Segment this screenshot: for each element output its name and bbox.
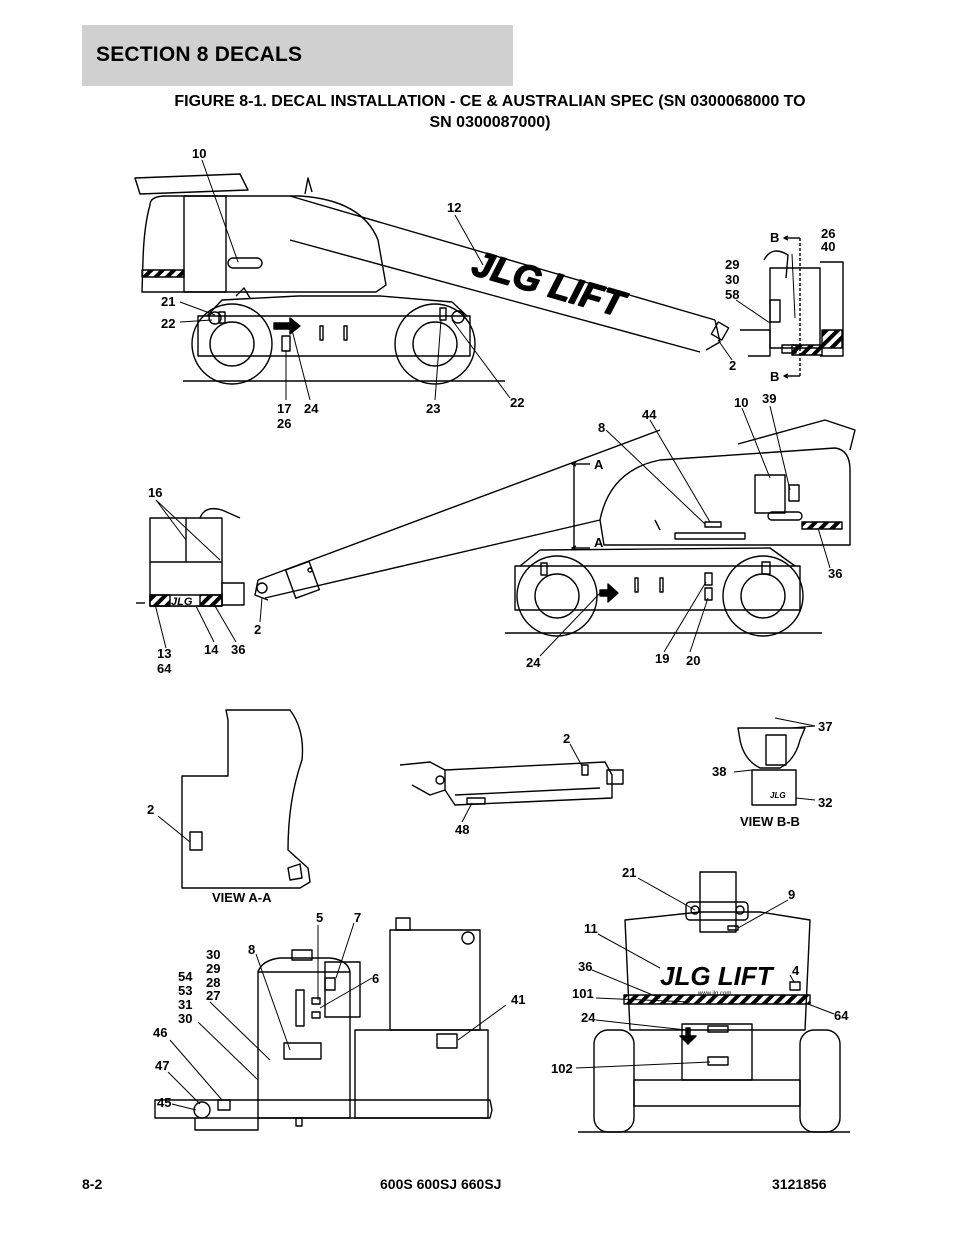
rear-view-drawing: JLG LIFT www.jlg.com — [578, 871, 850, 1133]
leader-lines — [154, 159, 835, 1111]
callout-64: 64 — [834, 1008, 849, 1023]
callout-24: 24 — [581, 1010, 596, 1025]
callout-102: 102 — [551, 1061, 573, 1076]
section-marker-a-top: A — [594, 457, 604, 472]
section-marker-a-bottom: A — [594, 535, 604, 550]
callout-10: 10 — [734, 395, 748, 410]
callout-22: 22 — [510, 395, 524, 410]
callout-36: 36 — [828, 566, 842, 581]
callouts-bottom-right: 21 9 11 36 4 101 64 24 102 — [551, 865, 849, 1076]
svg-text:www.jlg.com: www.jlg.com — [697, 991, 731, 997]
svg-text:JLG: JLG — [171, 596, 193, 608]
callout-31: 31 — [178, 997, 192, 1012]
footer-page-number: 8-2 — [82, 1176, 103, 1192]
callout-28: 28 — [206, 975, 220, 990]
figure-title-line-2: SN 0300087000) — [429, 114, 551, 131]
callout-26: 26 — [277, 416, 291, 431]
callout-11: 11 — [584, 921, 598, 936]
callout-17: 17 — [277, 401, 291, 416]
svg-text:JLG LIFT: JLG LIFT — [468, 242, 632, 325]
view-a-a-drawing — [181, 709, 311, 889]
callout-12: 12 — [447, 200, 461, 215]
callout-36: 36 — [231, 642, 245, 657]
callout-54: 54 — [178, 969, 193, 984]
callout-2: 2 — [729, 358, 736, 373]
machine-side-view-middle: JLG — [136, 419, 856, 637]
callouts-top: 10 12 26 40 29 30 58 21 22 2 17 26 24 23… — [161, 146, 835, 431]
callout-5: 5 — [316, 910, 323, 925]
jlg-lift-boom-logo: JLG LIFT — [467, 242, 633, 327]
callout-24: 24 — [304, 401, 319, 416]
view-a-a-label: VIEW A-A — [212, 890, 272, 905]
section-title: SECTION 8 DECALS — [96, 43, 303, 66]
callout-7: 7 — [354, 910, 361, 925]
svg-text:JLG: JLG — [770, 791, 786, 800]
callout-40: 40 — [821, 239, 835, 254]
callout-2: 2 — [254, 622, 261, 637]
callout-2: 2 — [563, 731, 570, 746]
callout-21: 21 — [161, 294, 175, 309]
callout-101: 101 — [572, 986, 594, 1001]
callout-21: 21 — [622, 865, 636, 880]
callout-8: 8 — [598, 420, 605, 435]
section-header-bar: SECTION 8 DECALS — [82, 25, 513, 86]
callout-9: 9 — [788, 887, 795, 902]
footer-doc-number: 3121856 — [772, 1176, 827, 1192]
callouts-views: 2 2 48 37 38 32 VIEW A-A VIEW B-B — [147, 719, 832, 905]
callout-38: 38 — [712, 764, 726, 779]
callout-4: 4 — [792, 963, 800, 978]
callout-30: 30 — [725, 272, 739, 287]
callout-39: 39 — [762, 391, 776, 406]
chassis-components-drawing — [154, 917, 493, 1131]
callout-41: 41 — [511, 992, 525, 1007]
footer-models: 600S 600SJ 660SJ — [380, 1176, 502, 1192]
callout-37: 37 — [818, 719, 832, 734]
callout-46: 46 — [153, 1025, 167, 1040]
callout-32: 32 — [818, 795, 832, 810]
callouts-bottom-left: 5 7 8 6 30 29 54 28 53 27 31 30 41 46 47… — [153, 910, 525, 1110]
callout-45: 45 — [157, 1095, 171, 1110]
boom-end-detail-drawing — [399, 761, 624, 806]
view-b-b-label: VIEW B-B — [740, 814, 800, 829]
jlg-lift-rear-logo: JLG LIFT — [660, 961, 775, 991]
callout-64: 64 — [157, 661, 172, 676]
svg-text:JLG LIFT: JLG LIFT — [660, 961, 775, 991]
callout-30: 30 — [206, 947, 220, 962]
figure-title-line-1: FIGURE 8-1. DECAL INSTALLATION - CE & AU… — [174, 93, 806, 110]
figure-title: FIGURE 8-1. DECAL INSTALLATION - CE & AU… — [120, 91, 860, 133]
callout-24: 24 — [526, 655, 541, 670]
section-marker-b-top: B — [770, 230, 779, 245]
callout-47: 47 — [155, 1058, 169, 1073]
callout-2: 2 — [147, 802, 154, 817]
callout-13: 13 — [157, 646, 171, 661]
callout-44: 44 — [642, 407, 657, 422]
callout-48: 48 — [455, 822, 469, 837]
view-b-b-drawing: JLG — [737, 727, 806, 806]
callout-29: 29 — [725, 257, 739, 272]
section-marker-b-bottom: B — [770, 369, 779, 384]
callout-16: 16 — [148, 485, 162, 500]
callout-6: 6 — [372, 971, 379, 986]
callout-20: 20 — [686, 653, 700, 668]
callout-29: 29 — [206, 961, 220, 976]
callouts-middle: 10 39 8 44 16 36 2 13 64 14 36 24 19 20 … — [148, 391, 842, 676]
callout-14: 14 — [204, 642, 219, 657]
callout-53: 53 — [178, 983, 192, 998]
callout-58: 58 — [725, 287, 739, 302]
callout-8: 8 — [248, 942, 255, 957]
callout-22: 22 — [161, 316, 175, 331]
callout-36: 36 — [578, 959, 592, 974]
callout-26: 26 — [821, 226, 835, 241]
callout-10: 10 — [192, 146, 206, 161]
callout-27: 27 — [206, 988, 220, 1003]
callout-19: 19 — [655, 651, 669, 666]
callout-30: 30 — [178, 1011, 192, 1026]
callout-23: 23 — [426, 401, 440, 416]
